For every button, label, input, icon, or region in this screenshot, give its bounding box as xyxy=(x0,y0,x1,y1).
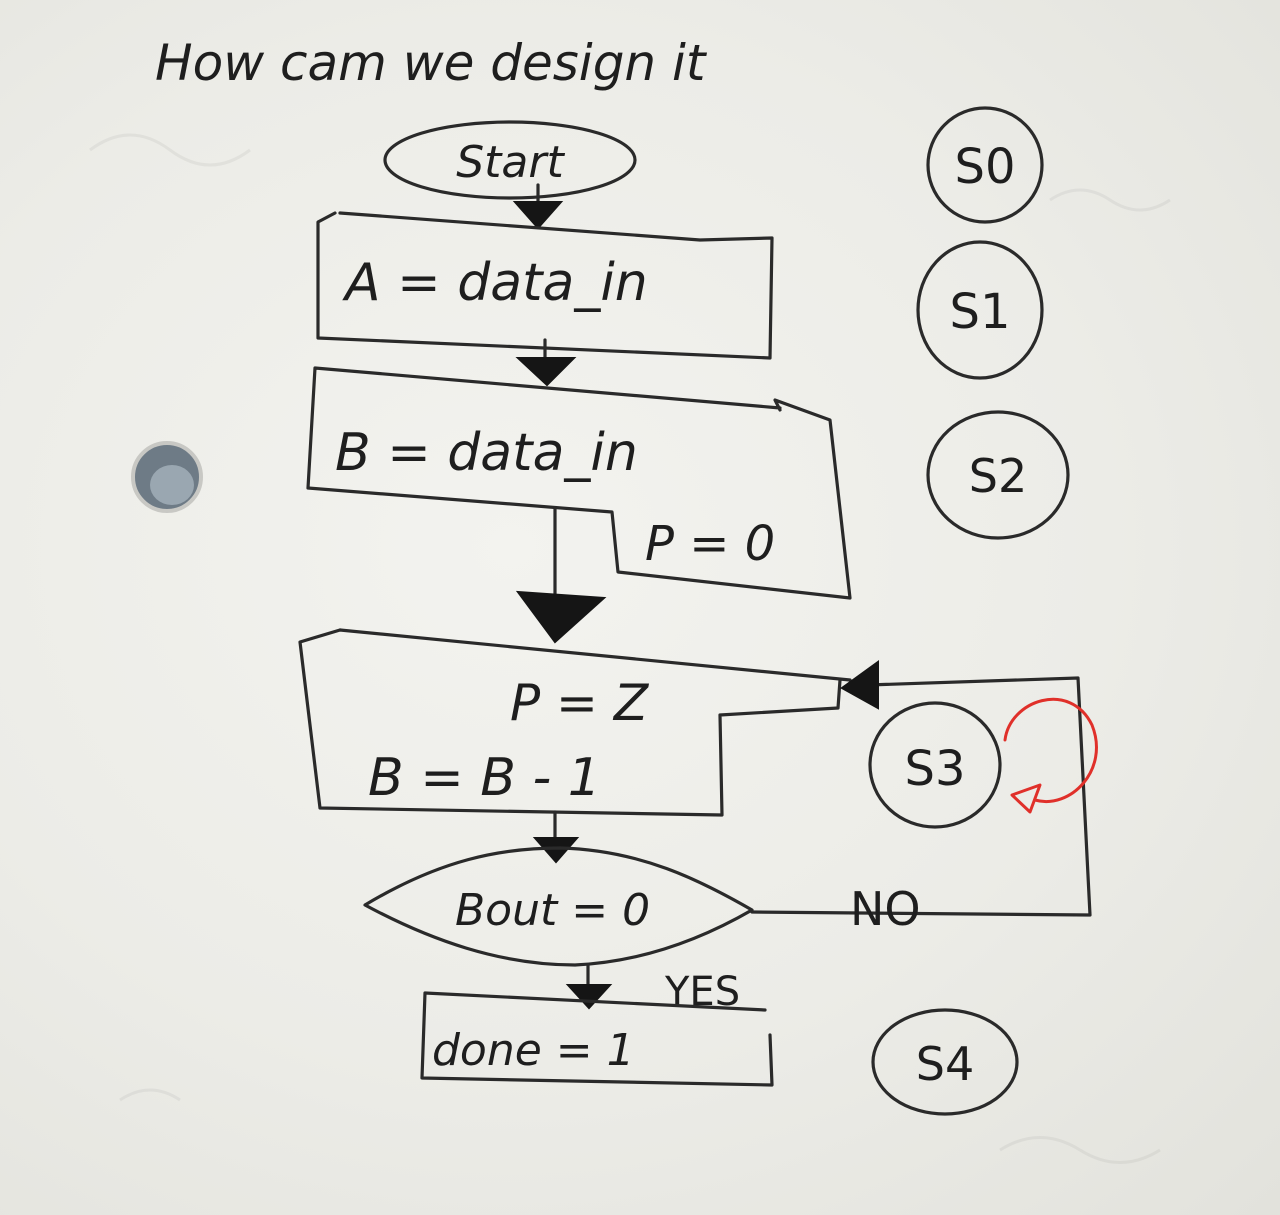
state-s3-label: S3 xyxy=(904,741,965,797)
s2-box-label-line2: P = 0 xyxy=(645,516,775,572)
decision-label: Bout = 0 xyxy=(455,885,650,936)
arrowhead-no-branch xyxy=(840,660,879,710)
no-branch-line xyxy=(750,676,1092,917)
s1-box-label: A = data_in xyxy=(342,253,648,313)
s2-box-label-line1: B = data_in xyxy=(335,423,638,483)
state-s3: S3 xyxy=(868,701,1002,829)
state-s2-label: S2 xyxy=(969,449,1027,503)
s3-box xyxy=(298,628,852,817)
state-s1-label: S1 xyxy=(949,284,1010,340)
s4-box xyxy=(420,991,774,1087)
state-s2: S2 xyxy=(926,410,1070,540)
arrowhead-s1-to-s2 xyxy=(515,357,577,387)
s4-box-label: done = 1 xyxy=(432,1025,635,1076)
no-label: NO xyxy=(850,882,921,936)
diagram-title: How cam we design it xyxy=(155,34,708,92)
state-s1: S1 xyxy=(916,240,1044,380)
state-s4: S4 xyxy=(871,1008,1019,1116)
state-s0: S0 xyxy=(926,106,1044,224)
decision-diamond xyxy=(363,846,754,967)
arrowhead-s2-to-s3 xyxy=(515,590,607,644)
start-oval xyxy=(383,120,637,200)
state-s4-label: S4 xyxy=(916,1037,974,1091)
paper-texture xyxy=(89,133,1171,1164)
s2-box xyxy=(306,366,852,600)
punch-hole-shadow xyxy=(150,465,194,505)
arrowhead-s3-to-decision xyxy=(532,837,580,864)
arrowhead-start-to-s1 xyxy=(512,201,564,230)
s3-box-label-line2: B = B - 1 xyxy=(368,748,601,808)
arrowhead-yes-branch xyxy=(565,984,613,1010)
s3-box-label-line1: P = Z xyxy=(510,674,650,732)
start-label: Start xyxy=(456,137,565,188)
s3-self-loop xyxy=(1003,697,1098,803)
s3-self-loop-arrowhead xyxy=(1010,783,1042,814)
state-s0-label: S0 xyxy=(954,139,1015,195)
